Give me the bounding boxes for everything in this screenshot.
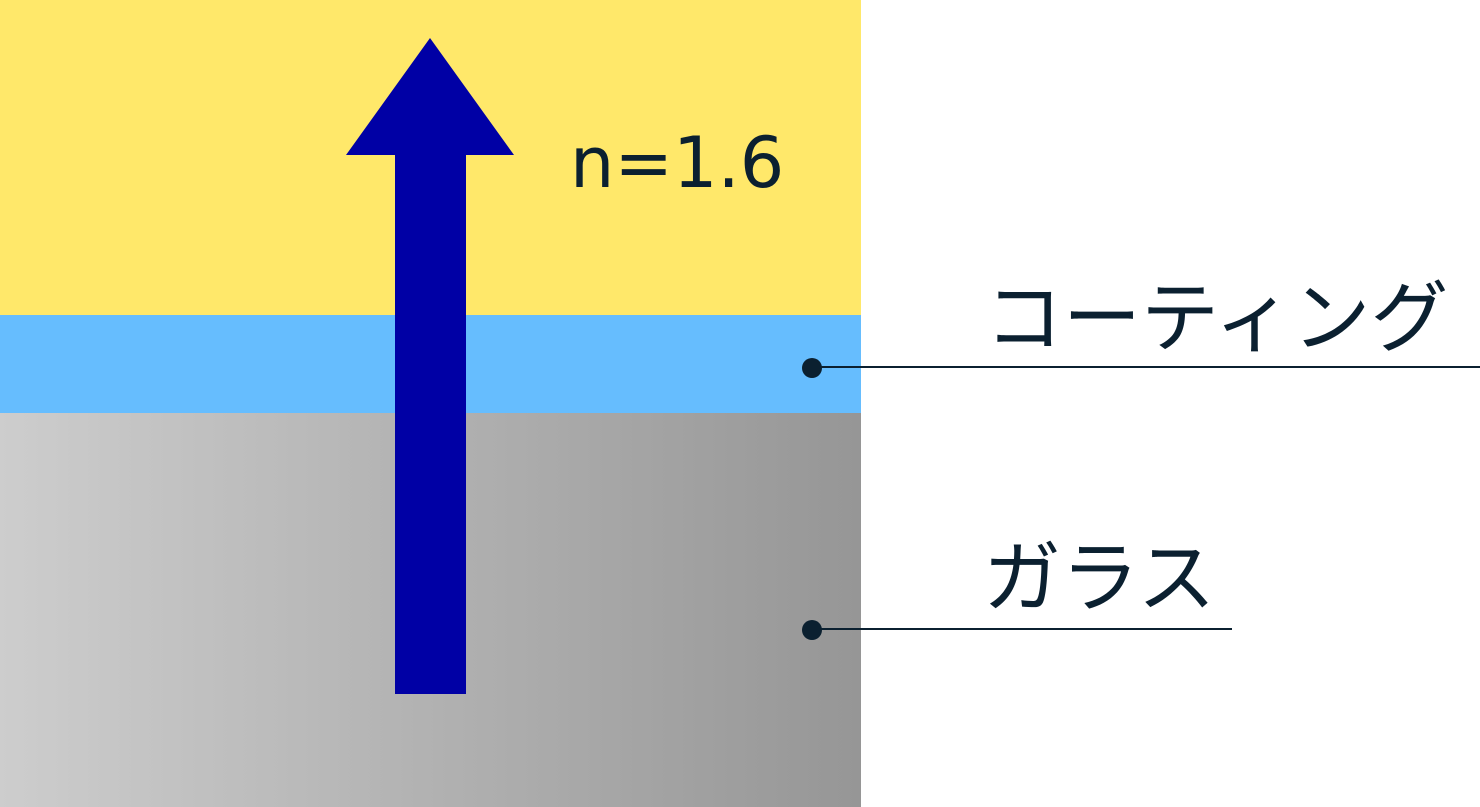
coating-callout-dot [802,358,822,378]
glass-callout-dot [802,620,822,640]
refractive-index-label: n=1.6 [570,122,785,204]
coating-label: コーティング [985,274,1449,364]
glass-label: ガラス [983,534,1216,624]
light-arrow-up-icon [346,38,514,694]
coating-callout-line [812,366,1480,368]
glass-callout-line [812,628,1232,630]
